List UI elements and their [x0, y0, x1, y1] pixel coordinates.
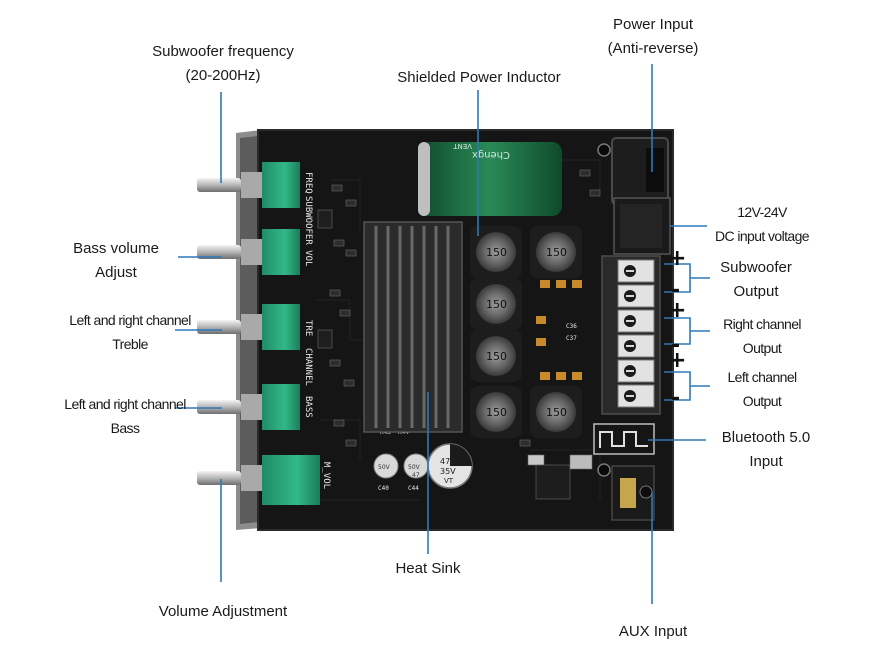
- inductor-value-1: 150: [486, 246, 507, 259]
- label-dc-input-line1: 12V-24V: [737, 204, 787, 220]
- label-bass-volume-line1: Bass volume: [73, 240, 159, 257]
- silk-channel: CHANNEL: [303, 348, 313, 386]
- leader-lines: [175, 64, 710, 604]
- inductor-value-2: 150: [546, 246, 567, 259]
- cap-value: 470: [440, 457, 455, 466]
- label-subwoofer-output-line1: Subwoofer: [720, 259, 792, 276]
- label-power-input: Power Input (Anti-reverse): [588, 13, 718, 61]
- label-bluetooth-line1: Bluetooth 5.0: [721, 429, 811, 446]
- label-bass-volume-line2: Adjust: [95, 264, 137, 281]
- silk-tre: TRE: [303, 320, 313, 336]
- label-right-output: Right channel Output: [708, 312, 816, 360]
- label-shielded-inductor: Shielded Power Inductor: [397, 69, 561, 86]
- terminal-sign-4: -: [671, 333, 681, 358]
- label-power-input-line1: Power Input: [612, 16, 694, 33]
- aux-jack: [611, 465, 655, 521]
- silk-bass: BASS: [303, 396, 313, 418]
- label-subwoofer-frequency: Subwoofer frequency (20-200Hz): [140, 40, 306, 88]
- terminal-sign-2: -: [671, 278, 681, 303]
- output-terminal-block: [601, 255, 661, 415]
- label-power-input-line2: (Anti-reverse): [607, 40, 699, 57]
- label-lr-treble: Left and right channel Treble: [52, 308, 208, 356]
- small-cap-volt-1: 50V: [378, 464, 391, 471]
- label-bass-volume: Bass volume Adjust: [54, 237, 178, 285]
- silk-c36: C36: [566, 323, 577, 330]
- label-left-output: Left channel Output: [708, 365, 816, 413]
- inductor-value-4: 150: [486, 350, 507, 363]
- power-inductors: [470, 226, 582, 438]
- silk-cap-brand: Chengx: [472, 149, 510, 160]
- inductor-values: 150 150 150 150 150 150: [486, 246, 567, 419]
- label-subwoofer-output: Subwoofer Output: [708, 256, 804, 304]
- bulk-capacitor: Chengx VENT: [418, 142, 562, 216]
- electrolytic-cap-470: 470 35V VT: [427, 443, 473, 489]
- terminal-sign-3: +: [668, 298, 687, 323]
- label-lr-bass-line1: Left and right channel: [64, 396, 186, 412]
- label-dc-input-line2: DC input voltage: [715, 228, 810, 244]
- label-dc-input: 12V-24V DC input voltage: [706, 200, 818, 248]
- label-bluetooth: Bluetooth 5.0 Input: [704, 426, 828, 474]
- silk-m-vol: M_VOL: [321, 462, 331, 489]
- label-volume-adjustment: Volume Adjustment: [158, 603, 288, 620]
- label-lr-bass-line2: Bass: [110, 420, 140, 436]
- cap-voltage: 35V: [440, 467, 456, 476]
- cap-series: VT: [444, 477, 454, 485]
- label-lr-treble-line2: Treble: [112, 336, 148, 352]
- smd-caps-orange: [536, 280, 582, 380]
- label-lr-bass: Left and right channel Bass: [50, 392, 200, 440]
- label-left-output-line2: Output: [742, 393, 782, 409]
- silk-c44: C44: [408, 485, 419, 492]
- silk-c37: C37: [566, 335, 577, 342]
- knob-sub-vol: [197, 229, 300, 275]
- knob-freq: [197, 162, 300, 208]
- terminal-sign-5: +: [668, 348, 687, 373]
- knob-bass: [197, 384, 300, 430]
- silk-cap-side: VENT: [453, 142, 472, 150]
- label-lr-treble-line1: Left and right channel: [69, 312, 191, 328]
- label-subwoofer-frequency-line1: Subwoofer frequency: [152, 43, 294, 60]
- smd-components: [317, 169, 601, 500]
- small-cap-val: 47: [412, 472, 420, 479]
- small-cap-volt-2: 50V: [408, 464, 421, 471]
- label-subwoofer-frequency-line2: (20-200Hz): [185, 67, 261, 84]
- label-heat-sink: Heat Sink: [395, 560, 461, 577]
- silk-c40: C40: [378, 485, 389, 492]
- inductor-value-5: 150: [486, 406, 507, 419]
- label-right-output-line2: Output: [742, 340, 782, 356]
- knob-volume: [197, 455, 320, 505]
- label-aux-input: AUX Input: [618, 623, 688, 640]
- label-right-output-line1: Right channel: [723, 316, 801, 332]
- inductor-value-3: 150: [486, 298, 507, 311]
- heat-sink: [363, 221, 463, 433]
- terminal-sign-6: -: [671, 386, 681, 411]
- silk-freq: FREQ: [303, 172, 313, 194]
- electrolytic-caps-small: 50V 50V 47: [373, 453, 429, 479]
- label-subwoofer-output-line2: Output: [733, 283, 779, 300]
- inductor-value-6: 150: [546, 406, 567, 419]
- label-bluetooth-line2: Input: [749, 453, 783, 470]
- label-left-output-line1: Left channel: [727, 369, 797, 385]
- bluetooth-module: [593, 423, 655, 455]
- terminal-sign-1: +: [668, 246, 687, 271]
- silk-subwoofer-vol: SUBWOOFER VOL: [303, 196, 313, 266]
